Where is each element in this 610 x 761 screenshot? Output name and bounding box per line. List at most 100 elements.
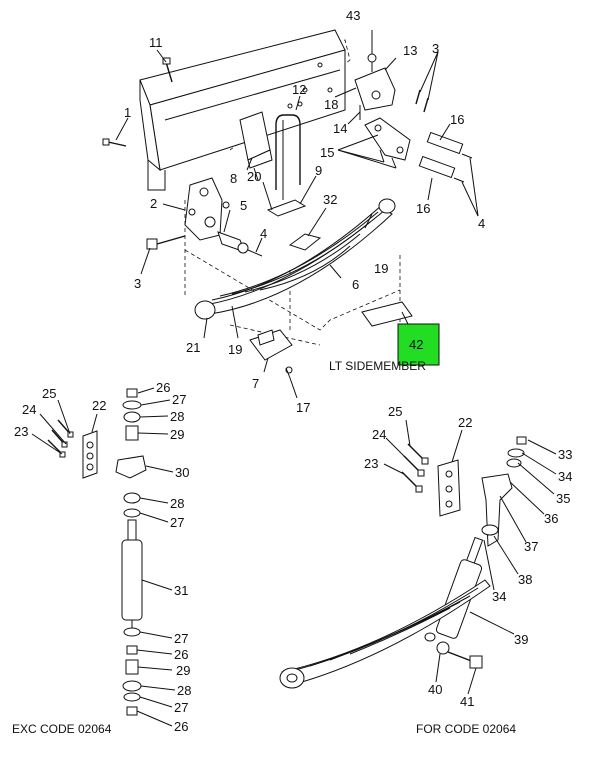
plate-22-right <box>437 459 461 517</box>
callout-27-a: 27 <box>172 392 186 407</box>
left-detail: 25 24 23 22 26 27 28 29 30 28 27 31 27 2… <box>12 380 191 736</box>
plate-22-left <box>82 430 98 479</box>
callout-25-left: 25 <box>42 386 56 401</box>
frame-rail <box>139 29 346 191</box>
callout-4-right: 4 <box>478 216 485 231</box>
callout-23-left: 23 <box>14 424 28 439</box>
front-hanger-2 <box>184 177 230 241</box>
callout-3-left: 3 <box>134 276 141 291</box>
bolt-11 <box>162 57 173 83</box>
upper-mount-stack <box>481 436 527 547</box>
callout-21: 21 <box>186 340 200 355</box>
callout-6: 6 <box>352 277 359 292</box>
callout-2: 2 <box>150 196 157 211</box>
caption-for-code: FOR CODE 02064 <box>416 722 516 736</box>
axle-seat-7 <box>249 329 293 379</box>
bolt-1 <box>102 138 127 147</box>
callout-3-right: 3 <box>432 41 439 56</box>
callout-26-c: 26 <box>174 719 188 734</box>
plate-9 <box>266 199 307 217</box>
callouts-left: 25 24 23 22 26 27 28 29 30 28 27 31 27 2… <box>14 380 191 734</box>
stack-lower-left <box>122 627 142 716</box>
callout-24-left: 24 <box>22 402 36 417</box>
callout-1: 1 <box>124 105 131 120</box>
callout-25-right: 25 <box>388 404 402 419</box>
callout-19-left: 19 <box>228 342 242 357</box>
callout-23-right: 23 <box>364 456 378 471</box>
bracket-8 <box>239 111 273 181</box>
callout-42: 42 <box>409 337 423 352</box>
leader-lines-right <box>383 419 557 695</box>
callout-7: 7 <box>252 376 259 391</box>
callout-28-a: 28 <box>170 409 184 424</box>
bushing-16-upper <box>426 131 473 159</box>
pad-32 <box>288 233 322 251</box>
callout-39: 39 <box>514 632 528 647</box>
leader-lines-left <box>31 387 176 727</box>
callout-27-d: 27 <box>174 700 188 715</box>
plate-42 <box>361 301 413 327</box>
callout-32: 32 <box>323 192 337 207</box>
callout-26-b: 26 <box>174 647 188 662</box>
callout-34-b: 34 <box>492 589 506 604</box>
callout-24-right: 24 <box>372 427 386 442</box>
callout-22-left: 22 <box>92 398 106 413</box>
callout-33: 33 <box>558 447 572 462</box>
callout-31: 31 <box>174 583 188 598</box>
right-detail: 25 24 23 22 33 34 35 36 37 38 34 39 40 4… <box>279 404 572 736</box>
callout-16-upper: 16 <box>450 112 464 127</box>
callout-18: 18 <box>324 97 338 112</box>
callout-28-b: 28 <box>170 496 184 511</box>
callout-16-lower: 16 <box>416 201 430 216</box>
callout-4-left: 4 <box>260 226 267 241</box>
callout-11: 11 <box>149 35 163 50</box>
rear-hanger-13 <box>354 53 396 120</box>
callout-35: 35 <box>556 491 570 506</box>
callout-19-right: 19 <box>374 261 388 276</box>
callout-22-right: 22 <box>458 415 472 430</box>
callout-13: 13 <box>403 43 417 58</box>
callout-28-c: 28 <box>177 683 191 698</box>
callout-20: 20 <box>247 169 261 184</box>
stack-upper-left <box>115 388 147 518</box>
shackle-15 <box>364 117 411 169</box>
callout-37: 37 <box>524 539 538 554</box>
bolt-3-right <box>415 89 429 113</box>
callout-17: 17 <box>296 400 310 415</box>
callout-29-b: 29 <box>176 663 190 678</box>
callout-36: 36 <box>544 511 558 526</box>
bolts-left <box>47 419 74 458</box>
callouts-top: 11 1 2 3 5 4 8 20 12 9 32 6 19 19 21 7 1… <box>124 8 485 415</box>
callout-30: 30 <box>175 465 189 480</box>
callout-27-c: 27 <box>174 631 188 646</box>
callout-26-a: 26 <box>156 380 170 395</box>
caption-exc-code: EXC CODE 02064 <box>12 722 112 736</box>
spring-pin-5 <box>217 231 263 257</box>
top-assembly: 11 1 2 3 5 4 8 20 12 9 32 6 19 19 21 7 1… <box>102 8 485 415</box>
lower-stud <box>424 632 483 669</box>
bushing-16-lower <box>418 155 465 183</box>
shock-absorber-31 <box>121 519 143 628</box>
callout-34-a: 34 <box>558 469 572 484</box>
callout-8: 8 <box>230 171 237 186</box>
callout-42-highlight: 42 <box>397 323 440 366</box>
highlight-box <box>397 323 440 366</box>
leaf-spring-6 <box>194 198 396 320</box>
callout-29-a: 29 <box>170 427 184 442</box>
callout-38: 38 <box>518 572 532 587</box>
callout-9: 9 <box>315 163 322 178</box>
callout-15: 15 <box>320 145 334 160</box>
callout-27-b: 27 <box>170 515 184 530</box>
callout-43: 43 <box>346 8 360 23</box>
callout-41: 41 <box>460 694 474 709</box>
caption-lt-sidemember: LT SIDEMEMBER <box>329 359 426 373</box>
callouts-right: 25 24 23 22 33 34 35 36 37 38 34 39 40 4… <box>364 404 572 709</box>
leaf-spring-right <box>279 579 491 689</box>
callout-40: 40 <box>428 682 442 697</box>
bolts-right <box>401 443 429 493</box>
callout-14: 14 <box>333 121 347 136</box>
bolt-3-left <box>146 235 186 250</box>
callout-5: 5 <box>240 198 247 213</box>
callout-12: 12 <box>292 82 306 97</box>
